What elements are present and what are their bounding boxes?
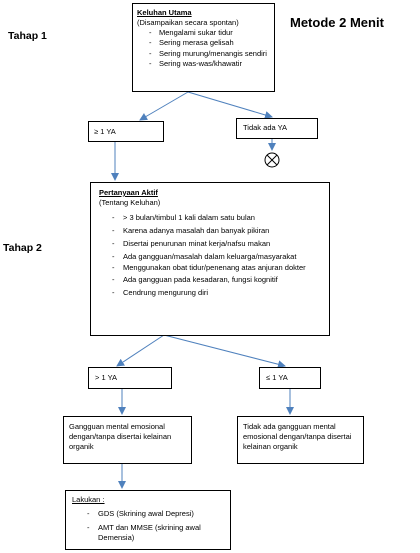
arrow-to-branch2-no (163, 334, 286, 369)
list-item: > 3 bulan/timbul 1 kali dalam satu bulan (109, 212, 321, 225)
lakukan-list: GDS (Skrining awal Depresi) AMT dan MMSE… (72, 509, 224, 544)
pertanyaan-title: Pertanyaan Aktif (99, 188, 158, 197)
keluhan-title: Keluhan Utama (137, 8, 192, 17)
list-item: AMT dan MMSE (skrining awal Demensia) (84, 523, 224, 544)
page-title: Metode 2 Menit (290, 15, 384, 30)
branch2-yes-box: > 1 YA (88, 367, 172, 389)
stage-1-label: Tahap 1 (8, 30, 47, 42)
list-item: GDS (Skrining awal Depresi) (84, 509, 224, 520)
branch-yes-box: ≥ 1 YA (88, 121, 164, 142)
branch2-no-label: ≤ 1 YA (266, 373, 288, 382)
keluhan-subtitle: (Disampaikan secara spontan) (137, 18, 239, 28)
result-no-text: Tidak ada gangguan mental emosional deng… (243, 422, 352, 452)
list-item: Ada gangguan pada kesadaran, fungsi kogn… (109, 274, 321, 287)
result-yes-text: Gangguan mental emosional dengan/tanpa d… (69, 422, 172, 452)
list-item: Cendrung mengurung diri (109, 287, 321, 300)
keluhan-list: Mengalami sukar tidur Sering merasa geli… (137, 28, 270, 69)
list-item: Ada gangguan/masalah dalam keluarga/masy… (109, 251, 321, 264)
pertanyaan-subtitle: (Tentang Keluhan) (99, 198, 161, 208)
result-no-box: Tidak ada gangguan mental emosional deng… (237, 416, 364, 464)
branch-no-box: Tidak ada YA (236, 118, 318, 139)
list-item: Disertai penurunan minat kerja/nafsu mak… (109, 238, 321, 251)
stop-icon (264, 152, 280, 168)
keluhan-utama-box: Keluhan Utama (Disampaikan secara sponta… (132, 3, 275, 92)
list-item: Sering merasa gelisah (137, 38, 270, 48)
pertanyaan-list: > 3 bulan/timbul 1 kali dalam satu bulan… (99, 212, 321, 299)
lakukan-title: Lakukan : (72, 495, 105, 504)
list-item: Sering was-was/khawatir (137, 59, 270, 69)
lakukan-box: Lakukan : GDS (Skrining awal Depresi) AM… (65, 490, 231, 550)
list-item: Mengalami sukar tidur (137, 28, 270, 38)
arrow-to-no (187, 91, 273, 119)
branch-yes-label: ≥ 1 YA (94, 127, 116, 136)
list-item: Sering murung/menangis sendiri (137, 49, 270, 59)
result-yes-box: Gangguan mental emosional dengan/tanpa d… (63, 416, 192, 464)
pertanyaan-aktif-box: Pertanyaan Aktif (Tentang Keluhan) > 3 b… (90, 182, 330, 336)
arrow-to-branch2-yes (116, 334, 165, 367)
stage-2-label: Tahap 2 (3, 242, 42, 254)
list-item: Menggunakan obat tidur/penenang atas anj… (109, 263, 321, 274)
list-item: Karena adanya masalah dan banyak pikiran (109, 225, 321, 238)
branch2-no-box: ≤ 1 YA (259, 367, 321, 389)
branch-no-label: Tidak ada YA (243, 123, 288, 132)
branch2-yes-label: > 1 YA (95, 373, 118, 382)
arrow-to-yes (139, 91, 189, 121)
